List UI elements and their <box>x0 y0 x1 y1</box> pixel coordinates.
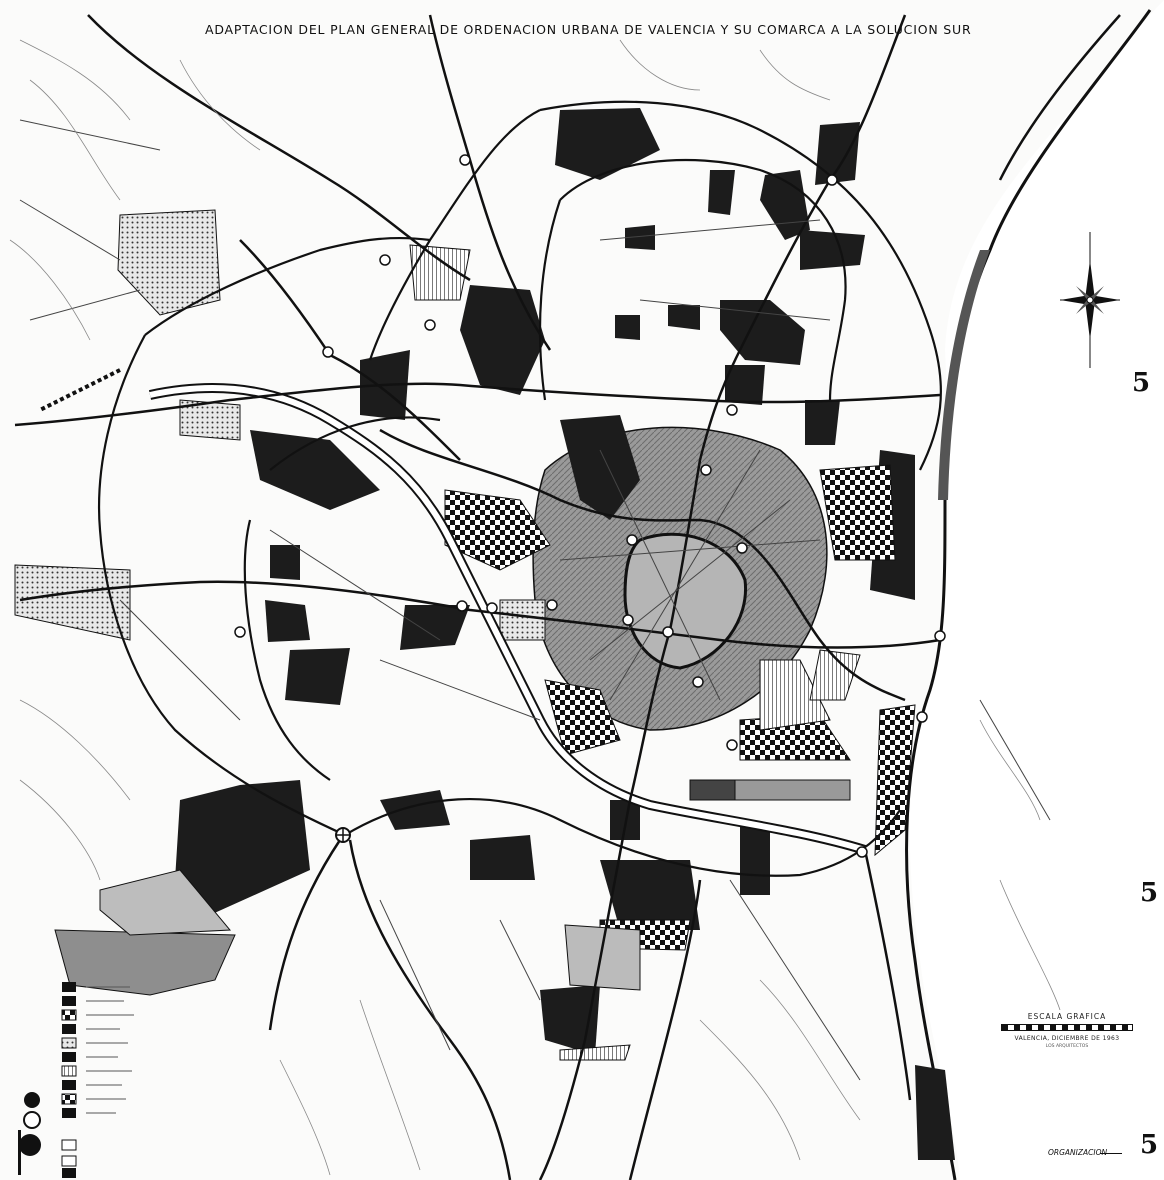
scale-date: VALENCIA, DICIEMBRE DE 1963 <box>1014 1035 1120 1042</box>
organization-line <box>1100 1153 1122 1154</box>
main-roads <box>14 14 1121 1180</box>
minor-roads <box>19 119 1051 1081</box>
scale-credit: LOS ARQUITECTOS <box>1045 1044 1089 1049</box>
scale-bar <box>1001 1024 1133 1031</box>
organization-label: ORGANIZACION <box>1048 1148 1108 1157</box>
hatched-zones <box>409 244 861 1061</box>
sheet-number-bottom: 5 <box>1140 1130 1159 1160</box>
sea-area <box>909 0 1164 1180</box>
major-junction <box>335 827 351 843</box>
coastline <box>905 9 1152 1180</box>
checker-zones <box>444 464 916 951</box>
sheet-number-top: 5 <box>1132 368 1151 398</box>
scale-block: ESCALA GRAFICA VALENCIA, DICIEMBRE DE 19… <box>992 1012 1142 1049</box>
sheet-number-middle: 5 <box>1140 878 1159 908</box>
interchange-nodes <box>234 154 946 858</box>
old-river-bed <box>379 428 906 702</box>
zoning-legend <box>18 982 134 1178</box>
scale-title: ESCALA GRAFICA <box>1027 1012 1107 1021</box>
beach-strip <box>938 250 990 500</box>
old-town-core <box>623 532 748 670</box>
ring-roads <box>97 100 943 877</box>
map-title: ADAPTACION DEL PLAN GENERAL DE ORDENACIO… <box>205 22 972 37</box>
grey-zones <box>14 209 851 996</box>
rural-parcel-lines <box>9 39 1061 1176</box>
compass-rose-icon <box>1060 232 1120 368</box>
